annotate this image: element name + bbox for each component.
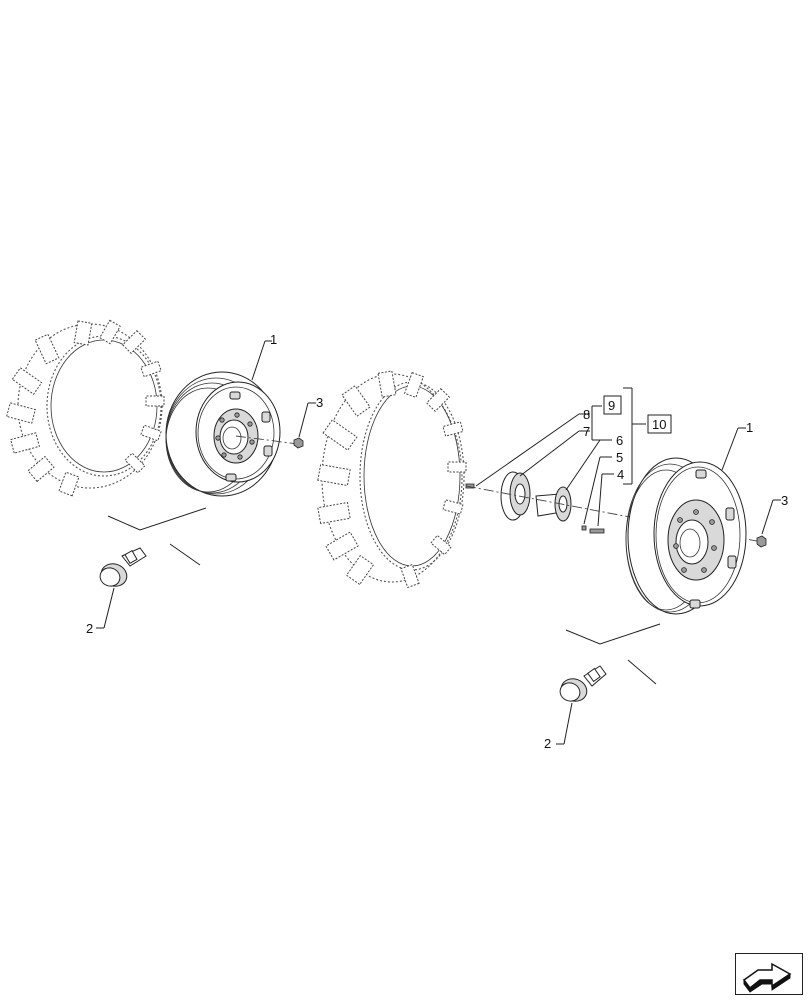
callout-2-left: 2 [86, 621, 93, 636]
callout-10: 10 [652, 417, 666, 432]
right-wheel-rim [625, 457, 747, 615]
arrow-icon[interactable] [735, 953, 803, 995]
right-wheel-nut [756, 535, 767, 548]
left-wheel-nut [293, 437, 304, 449]
arrow-icon-graphic [742, 962, 792, 993]
callout-3-left: 3 [316, 395, 323, 410]
hub-flange [500, 471, 531, 521]
callout-3-right: 3 [781, 493, 788, 508]
callout-5: 5 [616, 450, 623, 465]
right-tire [317, 370, 467, 589]
callout-6: 6 [616, 433, 623, 448]
callout-8: 8 [583, 407, 590, 422]
left-valve-stem [99, 547, 147, 587]
callout-1-right: 1 [746, 420, 753, 435]
callout-4: 4 [617, 467, 624, 482]
hub-spacer [535, 486, 572, 522]
left-detail-leader [107, 507, 207, 566]
callout-7: 7 [583, 424, 590, 439]
right-axis-line [465, 485, 763, 543]
left-axis-line [235, 435, 299, 445]
right-valve-stem [559, 665, 607, 702]
callout-9-box [603, 395, 622, 415]
callout-2-right: 2 [544, 736, 551, 751]
callout-10-box [647, 414, 672, 434]
callout-1-left: 1 [270, 332, 277, 347]
right-detail-leader [565, 623, 661, 685]
leader-lines [96, 340, 781, 745]
left-wheel-rim [165, 371, 281, 497]
studs [465, 483, 605, 534]
callout-9: 9 [608, 398, 615, 413]
left-tire [6, 319, 165, 497]
